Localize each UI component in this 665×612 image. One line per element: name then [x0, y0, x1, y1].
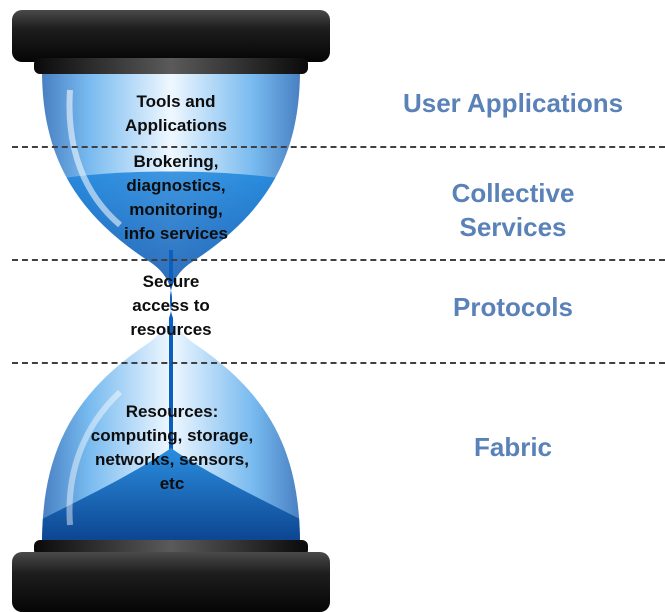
layer-collective-services: Collective Services [451, 178, 575, 242]
bottom-sand [42, 448, 300, 545]
sand-stream [169, 250, 173, 450]
layer-protocols: Protocols [453, 292, 573, 322]
layer-fabric: Fabric [473, 432, 553, 462]
divider-collective-protocols [12, 259, 665, 261]
tools-applications-label: Tools and Applications [124, 92, 227, 135]
divider-protocols-fabric [12, 362, 665, 364]
layer-user-applications: User Applications [402, 88, 624, 118]
top-cap [12, 10, 330, 74]
protocols-inner-label: Secure access to resources [130, 272, 212, 339]
divider-applications-collective [12, 146, 665, 148]
bottom-cap [12, 540, 330, 612]
fabric-inner-label: Resources: computing, storage, networks,… [90, 402, 254, 493]
collective-inner-label: Brokering, diagnostics, monitoring, info… [124, 152, 228, 243]
